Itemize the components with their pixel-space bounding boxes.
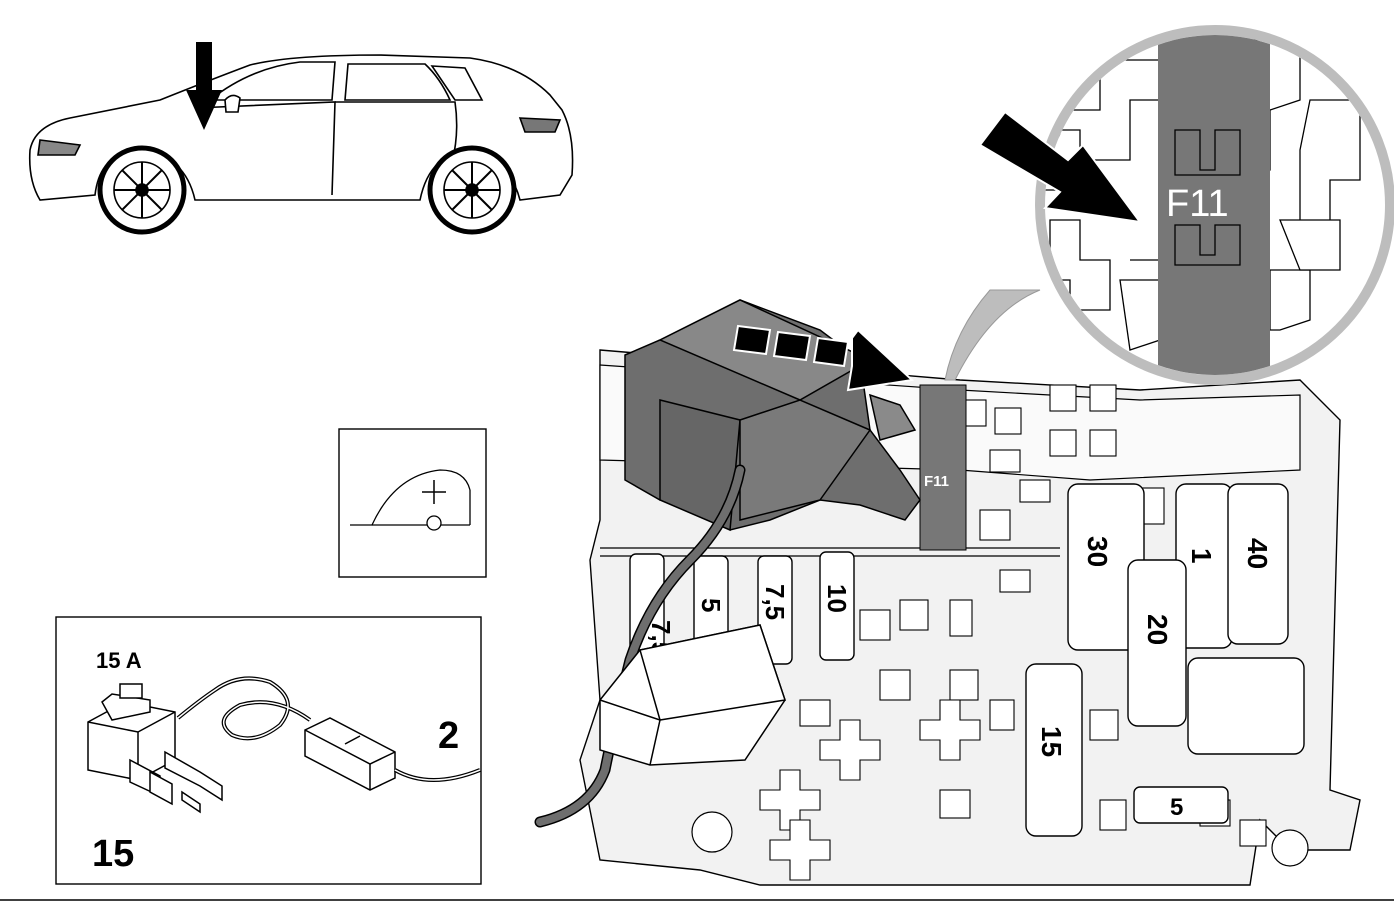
car-location-arrow-icon: [186, 42, 222, 130]
f11-slot-highlight: [919, 384, 967, 551]
fuse-20: [1127, 559, 1187, 727]
connector-number-label: 2: [438, 715, 459, 757]
fuse-label-7-5: 7,5: [760, 584, 790, 620]
kit-panel: 15 A 2 15: [55, 616, 482, 885]
fuse-label-40: 40: [1242, 538, 1273, 569]
cable-connector-block: [599, 624, 786, 766]
fuse-label-30: 30: [1082, 536, 1113, 567]
fuse-label-5-horizontal: 5: [1170, 794, 1183, 821]
fuse-rating-label: 15 A: [96, 648, 142, 673]
magnified-fuse-label: F11: [1166, 183, 1229, 225]
insert-direction-arrow-icon: [732, 324, 915, 392]
fuse-label-20: 20: [1142, 614, 1173, 645]
fuse-40: [1227, 483, 1289, 645]
fuse-box: 7,5 5 7,5 10 30 1 40 20 15 5 F11: [534, 299, 1361, 886]
fuse-label-5: 5: [696, 598, 726, 612]
f11-slot-label: F11: [924, 473, 949, 490]
relay-socket: [1187, 657, 1305, 755]
fuse-7-5: [757, 555, 793, 665]
item-number-label: 15: [92, 833, 134, 875]
fuse-label-10: 10: [822, 584, 852, 613]
fuse-5-horizontal: [1133, 786, 1229, 824]
fuse-15: [1025, 663, 1083, 837]
inserted-fuse-tap: [624, 299, 921, 532]
fuse-10: [819, 551, 855, 661]
car-illustration: [28, 54, 574, 235]
magnifier-callout: F11: [944, 25, 1394, 385]
fuse-tap-adapter: [87, 676, 481, 814]
magnifier-pointer-arrow-icon: [978, 110, 1143, 224]
fuse-tap-symbol-icon: [338, 428, 487, 578]
fuse-label-15: 15: [1036, 726, 1067, 757]
fuse-label-1: 1: [1186, 548, 1217, 564]
